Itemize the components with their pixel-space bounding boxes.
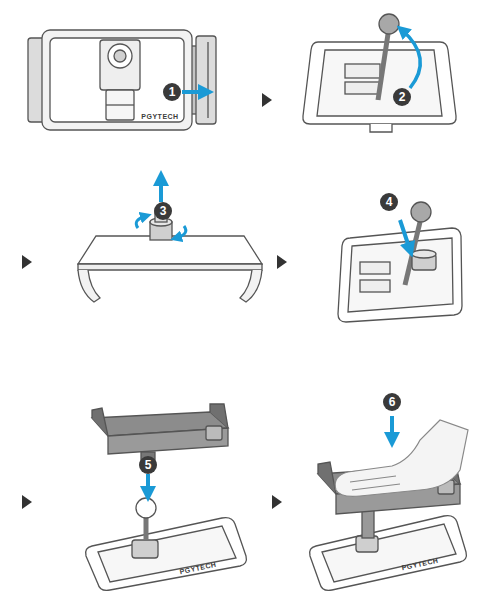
hand [335, 420, 468, 496]
callout-circle [139, 83, 411, 474]
step-arrow [277, 255, 287, 269]
callout-circle [380, 193, 398, 211]
holder-top-view [108, 44, 132, 68]
tablet-holder [92, 404, 228, 462]
attach-arrow [146, 474, 150, 494]
tablet-holder [206, 426, 222, 440]
callout-circle [139, 456, 157, 474]
holder-top-view [196, 36, 216, 124]
base-with-ball [132, 540, 158, 558]
callout-circle [383, 393, 401, 411]
clamp-inverted [78, 212, 262, 302]
step-arrow [272, 495, 282, 509]
tablet-holder [92, 408, 108, 436]
press-arrow [392, 416, 393, 440]
tablet-holder [362, 508, 374, 538]
callout-circle [154, 202, 172, 220]
base-plate [345, 82, 380, 94]
clamp-inverted [240, 270, 262, 302]
callout-circle [163, 83, 181, 101]
base-plate [322, 524, 456, 582]
base-plate [360, 262, 390, 274]
callout-number: 1 [169, 86, 176, 98]
attach-arrow [148, 474, 149, 494]
base-plate [303, 14, 456, 132]
hand [350, 476, 400, 490]
base-plate [360, 280, 390, 292]
step-arrow [22, 255, 32, 269]
callout-number: 2 [399, 91, 406, 103]
rotate-arrow [402, 30, 420, 88]
tablet-holder [210, 404, 228, 428]
base-with-ball [86, 518, 247, 591]
holder-top-view [207, 42, 208, 118]
base-with-ball [144, 516, 149, 540]
rotate-arrow [402, 30, 420, 88]
step-arrow [22, 93, 287, 509]
unscrew-arrows [136, 216, 146, 228]
tablet-holder [318, 462, 336, 494]
callout-number: 5 [145, 459, 152, 471]
base-plate [310, 516, 467, 591]
base-plate [338, 228, 462, 322]
step-arrow [262, 93, 272, 107]
base-plate [338, 202, 462, 322]
base-with-ball [86, 498, 247, 590]
base-plate [310, 516, 467, 591]
base-plate [412, 250, 436, 258]
brand-logo: PGYTECH [141, 113, 178, 120]
hand [335, 420, 468, 496]
holder-top-view [106, 104, 134, 105]
base-plate [379, 14, 399, 34]
press-arrow [390, 416, 394, 440]
base-plate [411, 202, 431, 222]
step-arrow [22, 495, 32, 509]
base-plate [370, 124, 392, 132]
move-arrow [182, 90, 206, 94]
clamp-inverted [78, 270, 100, 302]
holder-top-view [114, 50, 126, 62]
base-plate [378, 34, 388, 100]
unscrew-arrows [159, 178, 163, 202]
unscrew-arrows [176, 226, 186, 238]
base-plate [345, 64, 380, 78]
callout-circle [393, 88, 411, 106]
base-with-ball [98, 526, 236, 582]
callout-number: 6 [389, 396, 396, 408]
insert-arrow [400, 220, 410, 250]
holder-top-view [50, 38, 184, 122]
holder-top-view [42, 30, 192, 130]
unscrew-arrows [136, 178, 186, 238]
base-plate [348, 238, 453, 312]
base-with-ball [136, 498, 156, 518]
callout-number: 4 [386, 196, 393, 208]
clamp-inverted [78, 264, 262, 270]
insert-arrow [400, 220, 410, 250]
holder-top-view [28, 30, 216, 130]
holder-top-view [106, 90, 134, 120]
callout-number: 3 [160, 205, 167, 217]
move-arrow [182, 92, 206, 93]
holder-top-view [100, 40, 140, 90]
